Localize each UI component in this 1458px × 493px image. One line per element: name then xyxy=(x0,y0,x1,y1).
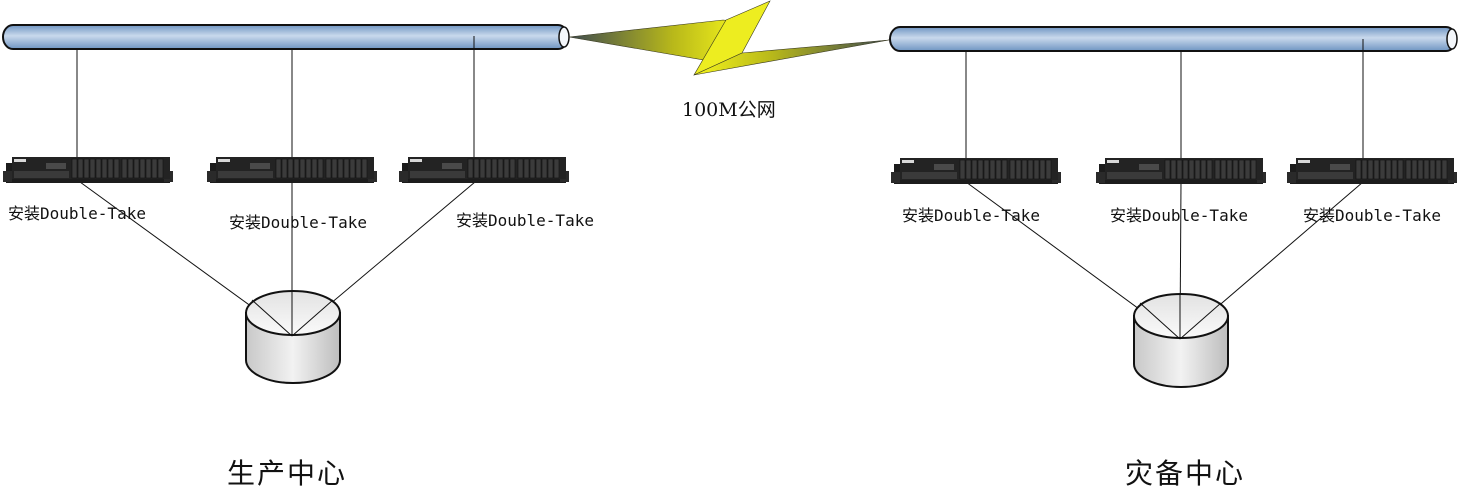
connections-disaster-recovery xyxy=(965,39,1364,340)
site-title-disaster-recovery: 灾备中心 xyxy=(1125,457,1246,490)
shared-disk-icon xyxy=(245,290,341,384)
network-bus-production xyxy=(2,24,570,50)
server-label: 安装Double-Take xyxy=(229,213,367,232)
lightning-bolt-icon xyxy=(568,0,890,76)
server-label: 安装Double-Take xyxy=(1303,206,1441,225)
connections-production xyxy=(76,36,476,337)
server-dr-3 xyxy=(1286,157,1458,185)
server-label: 安装Double-Take xyxy=(456,211,594,230)
server-production-2 xyxy=(206,156,378,184)
server-label: 安装Double-Take xyxy=(8,204,146,223)
shared-disk-icon xyxy=(1133,293,1229,388)
server-dr-2 xyxy=(1095,157,1267,185)
server-production-3 xyxy=(398,156,570,184)
network-bus-disaster-recovery xyxy=(889,26,1458,52)
site-title-production: 生产中心 xyxy=(227,457,348,490)
server-dr-1 xyxy=(890,157,1062,185)
server-label: 安装Double-Take xyxy=(1110,206,1248,225)
server-label: 安装Double-Take xyxy=(902,206,1040,225)
server-production-1 xyxy=(2,156,174,184)
wan-link-label: 100M公网 xyxy=(682,99,776,121)
